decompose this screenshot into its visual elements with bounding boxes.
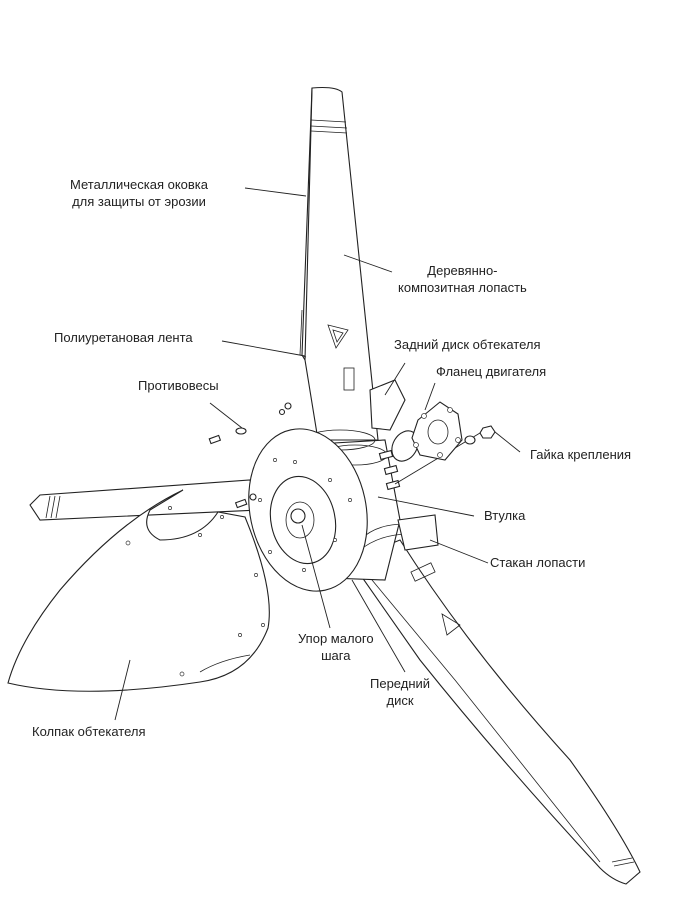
mounting-nut [479,425,496,439]
label-counterweights: Противовесы [138,378,219,393]
label-low-pitch-stop: Упор малого шага [298,630,374,664]
upper-blade [299,86,379,441]
counterweights [208,402,292,509]
label-line: для защиты от эрозии [72,194,206,209]
label-line: композитная лопасть [398,280,527,295]
rear-bulkhead [369,379,406,431]
front-disc [248,428,368,592]
label-spinner-dome: Колпак обтекателя [32,724,146,739]
label-engine-flange: Фланец двигателя [436,364,547,379]
label-blade-socket: Стакан лопасти [490,555,586,570]
o-ring [391,430,419,462]
logo-triangle-icon [441,613,461,636]
logo-triangle-icon [327,324,349,349]
label-erosion-sheath: Металлическая оковка для защиты от эрози… [70,176,208,210]
blade-decal [410,562,436,582]
label-line: Деревянно- [427,263,498,278]
label-line: Упор малого [298,631,374,646]
lower-blade [349,539,641,885]
washer [464,435,476,445]
label-hub: Втулка [484,508,526,523]
label-line: Металлическая оковка [70,177,209,192]
label-line: шага [321,648,351,663]
label-line: диск [386,693,414,708]
label-pu-tape: Полиуретановая лента [54,330,193,345]
blade-decal [343,367,355,391]
label-rear-bulkhead: Задний диск обтекателя [394,337,541,352]
engine-flange [411,401,463,461]
spinner-dome [7,489,270,692]
label-front-disc: Передний диск [370,675,430,709]
label-mounting-nut: Гайка крепления [530,447,632,462]
leader-lines [114,187,521,721]
label-blade: Деревянно- композитная лопасть [398,262,527,296]
label-line: Передний [370,676,431,691]
